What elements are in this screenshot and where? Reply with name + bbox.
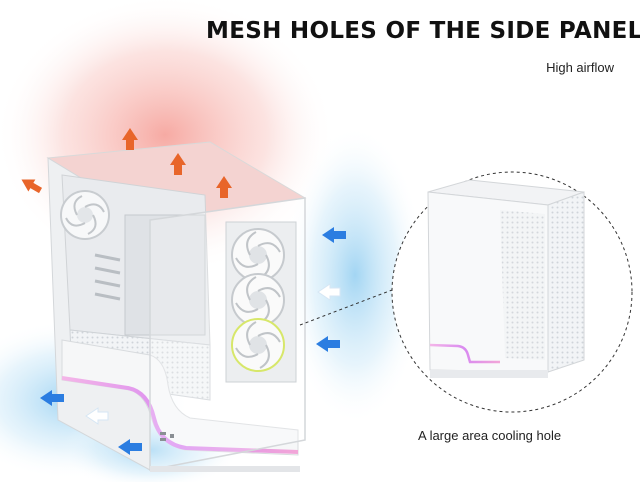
detail-rgb-strip [429, 343, 500, 364]
pc-case [46, 141, 307, 472]
intake-arrow-bottom-3-icon [118, 439, 142, 455]
detail-front-mesh-panel [500, 210, 545, 360]
psu-shroud-panel [61, 339, 299, 456]
rear-fan-icon [60, 190, 110, 240]
intake-arrow-side-3-icon [316, 336, 340, 352]
exhaust-arrow-rear-icon [21, 179, 43, 194]
rgb-light-strip [61, 376, 299, 454]
page-title: MESH HOLES OF THE SIDE PANEL [206, 18, 640, 44]
detail-case-base [430, 370, 548, 378]
motherboard-tray [124, 214, 206, 336]
side-intake-airflow-glow [285, 125, 425, 425]
intake-arrow-bottom-1-icon [40, 390, 64, 406]
front-io-ports [160, 432, 174, 441]
exhaust-arrow-3-icon [216, 176, 232, 198]
exhaust-arrow-1-icon [122, 128, 138, 150]
intake-arrow-side-2-icon [317, 283, 341, 301]
intake-arrow-side-1-icon [322, 227, 346, 243]
side-fan-bottom-icon [231, 318, 285, 372]
detail-caption: A large area cooling hole [418, 428, 562, 443]
case-feet [150, 466, 300, 472]
intake-arrow-icons [40, 227, 346, 455]
intake-arrow-bottom-2-icon [85, 407, 109, 425]
callout-connector [299, 289, 393, 326]
detail-side-mesh-panel [547, 191, 585, 373]
page-subtitle: High airflow [546, 60, 614, 75]
exhaust-arrow-2-icon [170, 153, 186, 175]
expansion-slots [94, 253, 121, 301]
detail-case-view [427, 179, 585, 378]
exhaust-arrow-icons [21, 128, 232, 198]
